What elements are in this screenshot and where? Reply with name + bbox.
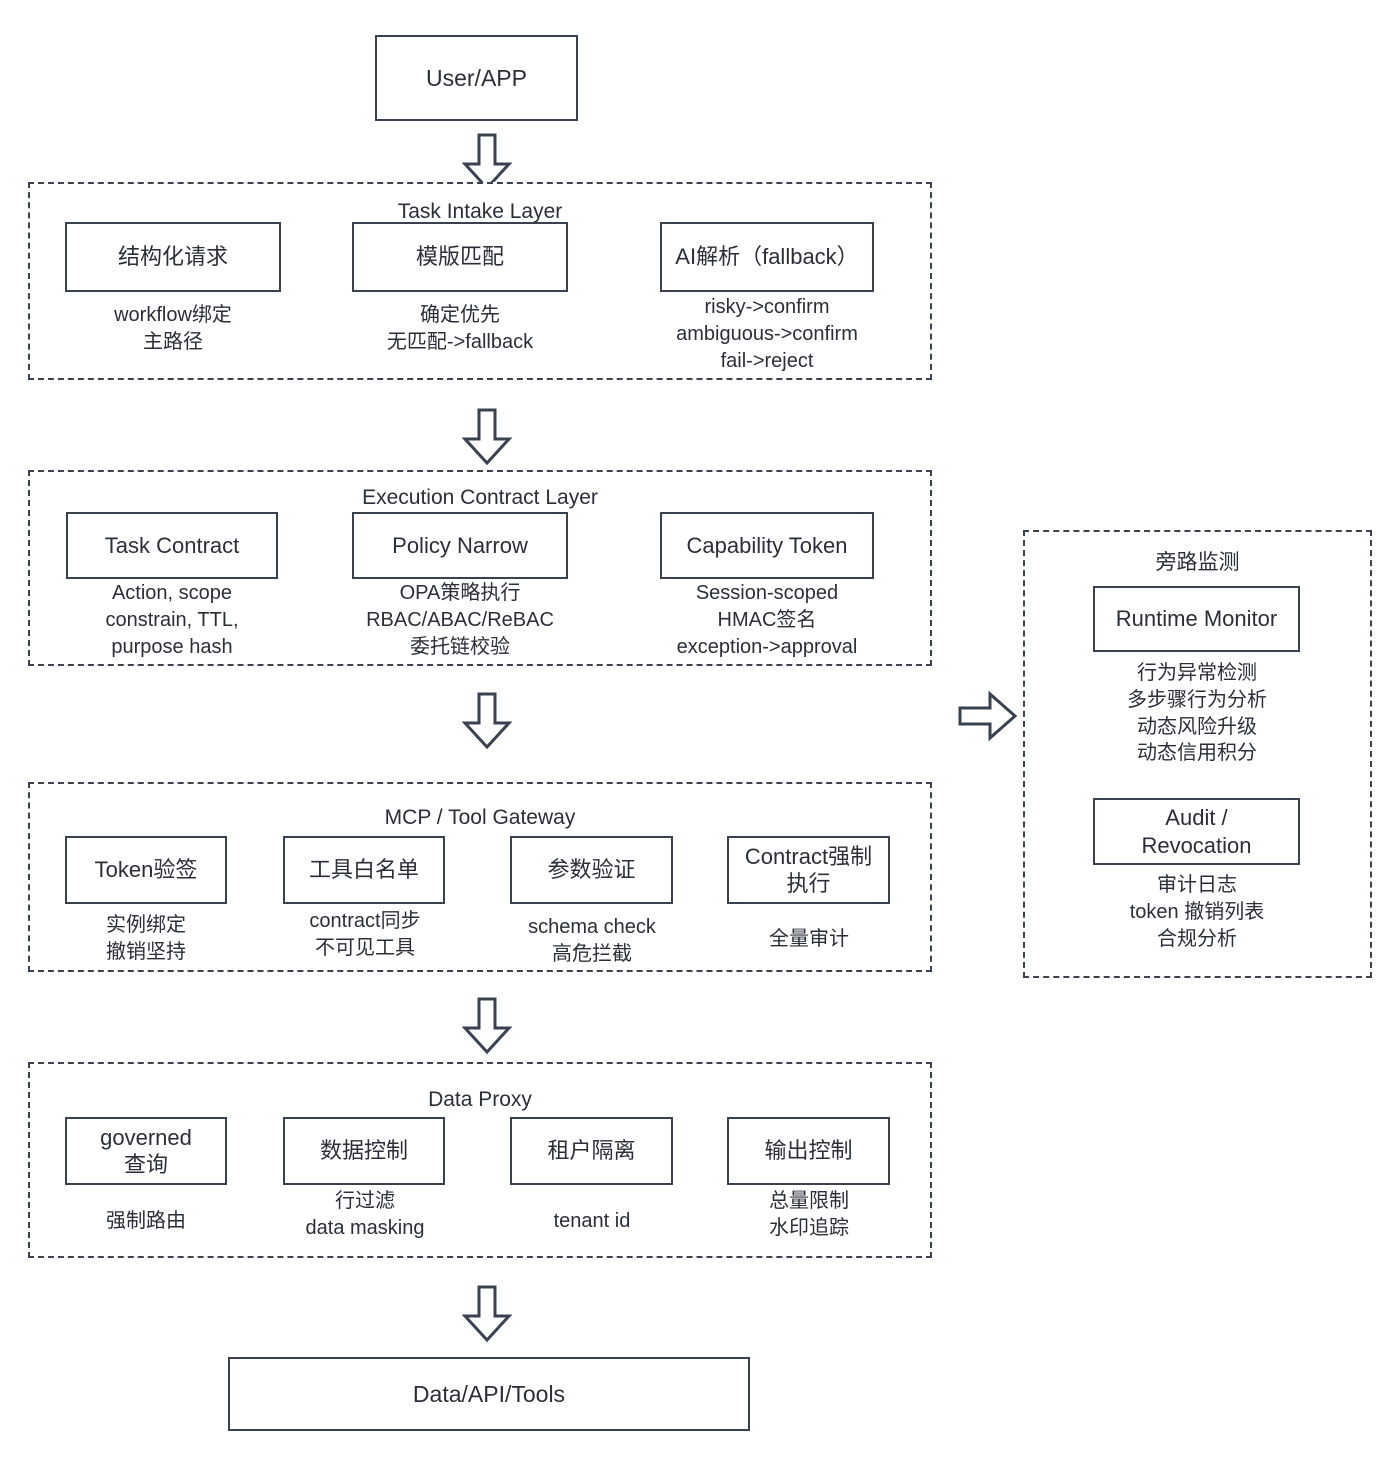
node-structured-request[interactable]: 结构化请求 [65, 222, 281, 292]
arrow-contract-to-gateway [462, 692, 512, 750]
node-structured-request-label: 结构化请求 [117, 244, 228, 270]
node-runtime-monitor[interactable]: Runtime Monitor [1093, 586, 1300, 652]
node-audit-revocation-label: Audit / Revocation [1141, 805, 1252, 858]
caption-audit-revocation: 审计日志 token 撤销列表 合规分析 [1129, 874, 1265, 950]
caption-ai-parse-fallback: risky->confirm ambiguous->confirm fail->… [676, 296, 858, 372]
node-user-app-label: User/APP [426, 64, 527, 91]
node-tool-whitelist[interactable]: 工具白名单 [283, 836, 445, 904]
node-ai-parse-fallback-label: AI解析（fallback） [675, 244, 859, 270]
node-data-api-tools[interactable]: Data/API/Tools [228, 1357, 750, 1431]
caption-capability-token: Session-scoped HMAC签名 exception->approva… [676, 582, 858, 658]
caption-data-control: 行过滤 data masking [305, 1190, 425, 1239]
node-governed-query-label: governed 查询 [100, 1124, 192, 1178]
caption-output-control: 总量限制 水印追踪 [769, 1190, 849, 1239]
node-policy-narrow[interactable]: Policy Narrow [352, 512, 568, 579]
arrow-flow-to-monitor [958, 690, 1018, 742]
node-param-validation-label: 参数验证 [547, 857, 636, 883]
node-param-validation[interactable]: 参数验证 [510, 836, 673, 904]
node-output-control[interactable]: 输出控制 [727, 1117, 890, 1185]
arrow-proxy-to-data [462, 1285, 512, 1343]
node-user-app[interactable]: User/APP [375, 35, 578, 121]
node-capability-token[interactable]: Capability Token [660, 512, 874, 579]
mcp-tool-gateway-layer-title: MCP / Tool Gateway [384, 806, 576, 829]
task-intake-layer-title: Task Intake Layer [397, 200, 563, 223]
arrow-user-to-intake [462, 133, 512, 191]
node-output-control-label: 输出控制 [764, 1138, 853, 1164]
node-tenant-isolation[interactable]: 租户隔离 [510, 1117, 673, 1185]
data-proxy-layer-title: Data Proxy [428, 1088, 532, 1111]
caption-task-contract: Action, scope constrain, TTL, purpose ha… [105, 582, 239, 658]
node-runtime-monitor-label: Runtime Monitor [1115, 606, 1278, 632]
node-governed-query[interactable]: governed 查询 [65, 1117, 227, 1185]
node-data-control-label: 数据控制 [319, 1138, 408, 1164]
bypass-monitoring-panel-title: 旁路监测 [1155, 551, 1240, 574]
node-task-contract-label: Task Contract [104, 532, 240, 558]
caption-tenant-isolation: tenant id [553, 1210, 631, 1232]
caption-token-verify: 实例绑定 撤销坚持 [106, 914, 186, 963]
caption-template-match: 确定优先 无匹配->fallback [386, 304, 534, 353]
caption-structured-request: workflow绑定 主路径 [114, 304, 232, 353]
execution-contract-layer-title: Execution Contract Layer [362, 486, 598, 509]
node-contract-enforcement-label: Contract强制 执行 [744, 843, 873, 897]
node-audit-revocation[interactable]: Audit / Revocation [1093, 798, 1300, 865]
node-token-verify[interactable]: Token验签 [65, 836, 227, 904]
node-template-match-label: 模版匹配 [415, 244, 504, 270]
caption-contract-enforcement: 全量审计 [769, 928, 849, 950]
arrow-intake-to-contract [462, 408, 512, 466]
caption-param-validation: schema check 高危拦截 [528, 916, 656, 965]
node-contract-enforcement[interactable]: Contract强制 执行 [727, 836, 890, 904]
caption-tool-whitelist: contract同步 不可见工具 [309, 910, 421, 959]
node-capability-token-label: Capability Token [686, 532, 848, 558]
arrow-gateway-to-proxy [462, 997, 512, 1055]
node-policy-narrow-label: Policy Narrow [392, 532, 528, 558]
node-tenant-isolation-label: 租户隔离 [547, 1138, 636, 1164]
node-data-control[interactable]: 数据控制 [283, 1117, 445, 1185]
caption-policy-narrow: OPA策略执行 RBAC/ABAC/ReBAC 委托链校验 [366, 582, 554, 658]
node-ai-parse-fallback[interactable]: AI解析（fallback） [660, 222, 874, 292]
node-template-match[interactable]: 模版匹配 [352, 222, 568, 292]
caption-runtime-monitor: 行为异常检测 多步骤行为分析 动态风险升级 动态信用积分 [1127, 662, 1267, 765]
caption-governed-query: 强制路由 [106, 1210, 186, 1232]
node-tool-whitelist-label: 工具白名单 [308, 857, 419, 883]
node-token-verify-label: Token验签 [94, 857, 198, 883]
node-data-api-tools-label: Data/API/Tools [412, 1380, 566, 1407]
node-task-contract[interactable]: Task Contract [66, 512, 278, 579]
